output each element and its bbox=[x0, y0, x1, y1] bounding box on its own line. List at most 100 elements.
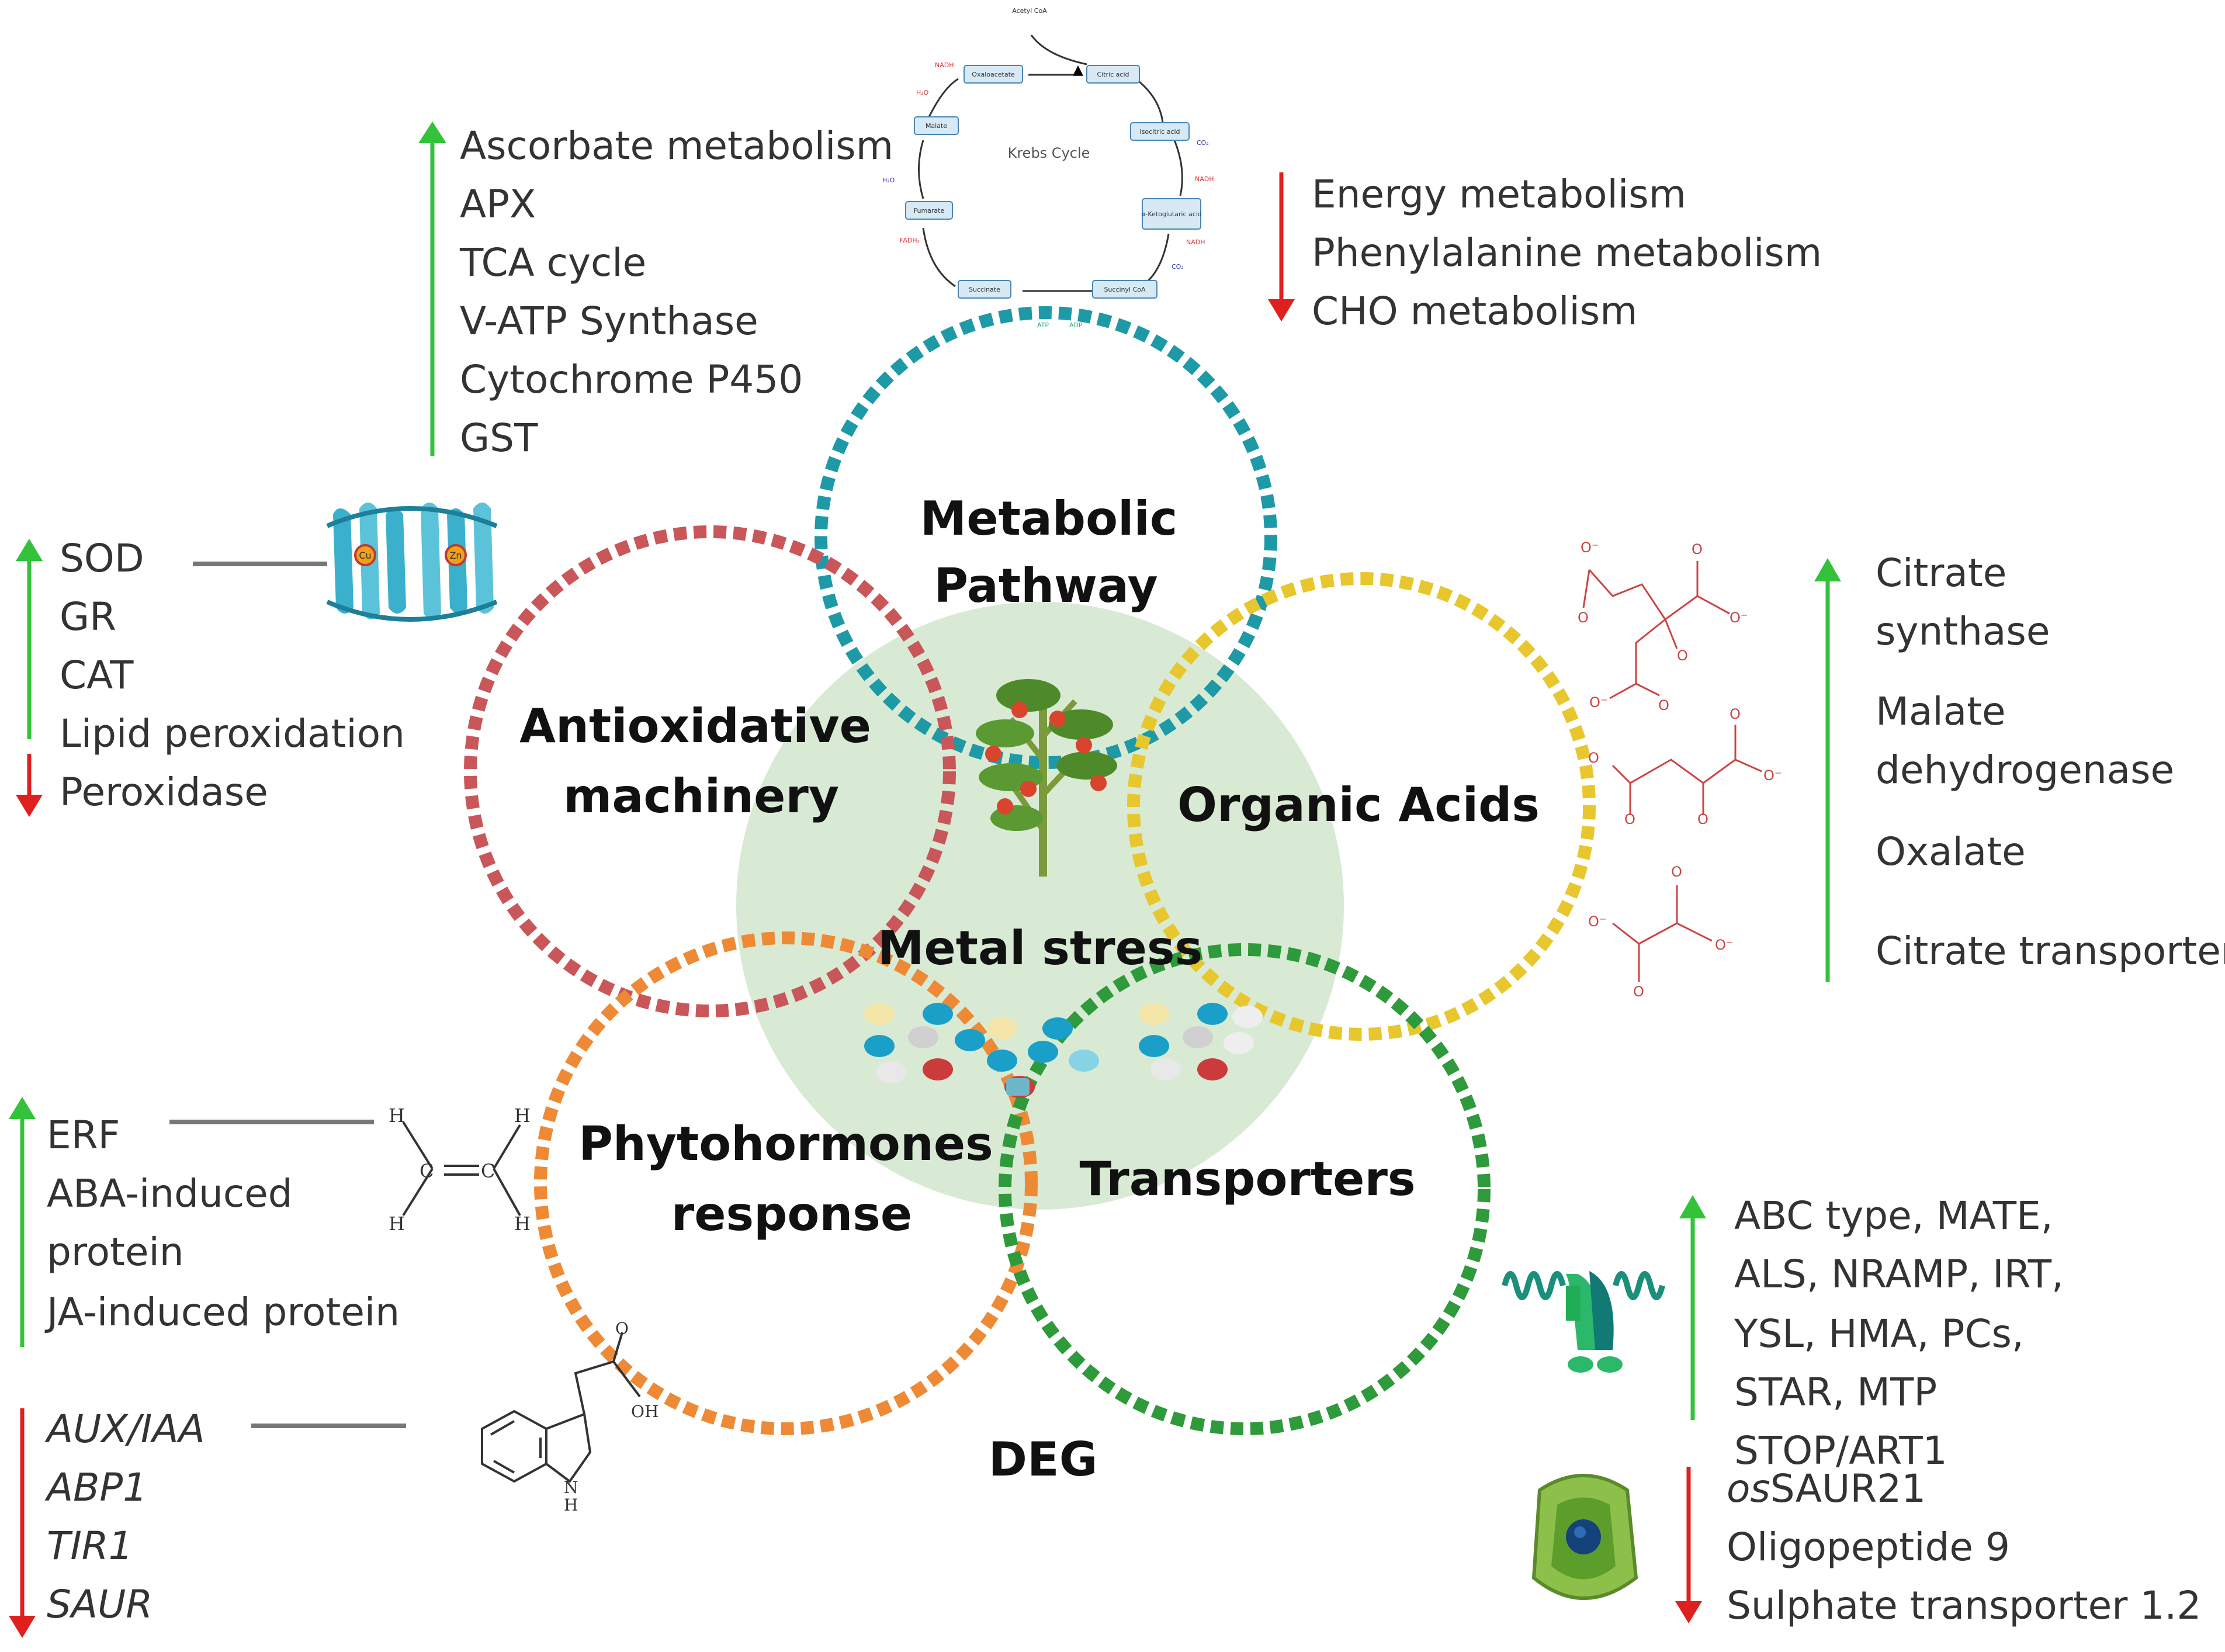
plant-icon bbox=[976, 679, 1117, 877]
sod-zn-label: Zn bbox=[449, 550, 462, 561]
phyto-down-item-1: ABP1 bbox=[44, 1465, 147, 1510]
krebs-title: Krebs Cycle bbox=[1008, 145, 1090, 161]
krebs-atp: ATP bbox=[1037, 321, 1049, 329]
krebs-co2-1: CO₂ bbox=[1197, 139, 1209, 147]
organic-up-item-5: Citrate transporters bbox=[1876, 929, 2225, 974]
sod-cu-label: Cu bbox=[359, 550, 371, 561]
metabolic-up-item-2: TCA cycle bbox=[459, 240, 646, 285]
krebs-h2o-1: H₂O bbox=[916, 89, 929, 96]
metabolic-down-item-2: CHO metabolism bbox=[1312, 289, 1638, 334]
krebs-node-label-5: Succinate bbox=[969, 286, 1000, 293]
transport-down-arrowhead bbox=[1675, 1601, 1702, 1623]
transport-down-item-0: osSAUR21 bbox=[1727, 1466, 1926, 1511]
krebs-node-box-2 bbox=[1130, 122, 1190, 141]
antiox-down-arrowhead bbox=[16, 795, 43, 817]
ethylene-h-3: H bbox=[514, 1104, 531, 1127]
citrate-o-1: O⁻ bbox=[1581, 539, 1599, 556]
metabolic-up-item-3: V-ATP Synthase bbox=[460, 299, 758, 344]
deg-label: DEG bbox=[989, 1432, 1098, 1487]
krebs-h2o-2: H₂O bbox=[882, 176, 895, 184]
transport-up-item-1: ALS, NRAMP, IRT, bbox=[1734, 1252, 2064, 1297]
metabolic-up-item-0: Ascorbate metabolism bbox=[460, 123, 893, 168]
citrate-o-6: O⁻ bbox=[1589, 694, 1608, 711]
krebs-acetyl-coa: Acetyl CoA bbox=[1012, 7, 1047, 15]
metabolic-up-arrowhead bbox=[418, 122, 446, 143]
membrane-transporter-icon bbox=[1502, 1271, 1665, 1373]
iaa-molecule bbox=[481, 1332, 641, 1483]
transporters-title: Transporters bbox=[1079, 1152, 1415, 1206]
oxalate-o-1: O⁻ bbox=[1588, 913, 1607, 930]
krebs-node-box-6 bbox=[905, 201, 953, 220]
transport-down-rest-item-0: Oligopeptide 9 bbox=[1727, 1525, 2010, 1570]
oxalate-o-4: O⁻ bbox=[1715, 937, 1734, 953]
oxalate-o-2: O bbox=[1633, 983, 1644, 1000]
phytohormones-circle bbox=[534, 931, 1038, 1435]
ethylene-molecule bbox=[402, 1121, 521, 1217]
metabolic-down-item-0: Energy metabolism bbox=[1312, 172, 1686, 217]
phyto-down-item-2: TIR1 bbox=[47, 1523, 133, 1568]
phyto-up-item-0: ERF bbox=[47, 1113, 120, 1158]
metabolic-up-item-1: APX bbox=[460, 182, 536, 227]
metabolic-up-item-5: GST bbox=[460, 415, 538, 460]
citrate-o-5: O bbox=[1677, 647, 1688, 664]
antioxidative-circle bbox=[464, 525, 956, 1017]
krebs-nadh-3: NADH bbox=[1186, 238, 1205, 246]
phyto-up-item-3: JA-induced protein bbox=[44, 1290, 400, 1335]
citrate-o-3: O bbox=[1692, 541, 1703, 557]
plant-cell-icon bbox=[1531, 1474, 1638, 1600]
oxalate-o-3: O bbox=[1671, 864, 1682, 880]
krebs-nadh-1: NADH bbox=[935, 61, 954, 69]
phyto-up-arrowhead bbox=[9, 1097, 36, 1119]
krebs-node-box-7 bbox=[914, 116, 959, 135]
transport-down-list: Oligopeptide 9 Sulphate transporter 1.2 bbox=[1727, 1525, 2201, 1628]
phyto-title-1: Phytohormones bbox=[578, 1117, 993, 1171]
phyto-down-item-3: SAUR bbox=[47, 1582, 153, 1627]
antiox-down-item-0: Peroxidase bbox=[60, 770, 268, 815]
organic-up-arrowhead bbox=[1814, 558, 1841, 581]
organic-acids-circle bbox=[1127, 572, 1596, 1041]
oxalate-molecule bbox=[1612, 885, 1713, 982]
transport-up-item-2: YSL, HMA, PCs, bbox=[1734, 1311, 2024, 1356]
phyto-down-item-0: AUX/IAA bbox=[44, 1407, 205, 1452]
malate-o-2: O bbox=[1624, 811, 1635, 827]
organic-up-item-1: synthase bbox=[1876, 609, 2050, 654]
malate-o-4: O bbox=[1730, 706, 1741, 722]
phyto-up-item-1: ABA-induced bbox=[47, 1171, 293, 1216]
malate-molecule bbox=[1611, 725, 1762, 815]
malate-o-1: O bbox=[1588, 750, 1599, 766]
krebs-node-label-3: α-Ketoglutaric acid bbox=[1141, 210, 1202, 218]
citrate-o-7: O bbox=[1658, 697, 1669, 714]
antiox-title-1: Antioxidative bbox=[519, 699, 871, 753]
citrate-molecule bbox=[1582, 561, 1730, 699]
center-label: Metal stress bbox=[878, 921, 1202, 975]
krebs-node-label-1: Citric acid bbox=[1097, 71, 1129, 78]
phyto-up-item-2: protein bbox=[47, 1230, 184, 1275]
organic-up-item-0: Citrate bbox=[1876, 550, 2006, 595]
transport-down-rest-item-1: Sulphate transporter 1.2 bbox=[1727, 1583, 2201, 1628]
organic-up-list: CitratesynthaseMalatedehydrogenaseOxalat… bbox=[1876, 550, 2225, 974]
iaa-oxygen: O bbox=[615, 1319, 629, 1338]
krebs-adp: ADP bbox=[1069, 321, 1083, 329]
transport-up-list: ABC type, MATE, ALS, NRAMP, IRT, YSL, HMA,… bbox=[1734, 1193, 2064, 1473]
transport-up-item-0: ABC type, MATE, bbox=[1734, 1193, 2053, 1238]
antiox-up-item-1: GR bbox=[60, 594, 116, 639]
malate-o-5: O⁻ bbox=[1763, 767, 1782, 784]
sod-protein-icon: Cu Zn bbox=[326, 503, 498, 622]
antiox-up-item-2: CAT bbox=[60, 653, 134, 698]
krebs-node-box-1 bbox=[1086, 65, 1140, 84]
metabolic-down-arrowhead bbox=[1268, 299, 1295, 321]
antiox-down-list: Peroxidase bbox=[60, 770, 268, 815]
metal-stress-background bbox=[736, 602, 1344, 1210]
krebs-nadh-2: NADH bbox=[1195, 175, 1214, 183]
metal-ions bbox=[864, 1003, 1263, 1098]
krebs-node-box-0 bbox=[964, 65, 1023, 84]
sod-zinc-site bbox=[445, 544, 467, 566]
metabolic-title-2: Pathway bbox=[934, 559, 1157, 613]
ethylene-h-1: H bbox=[389, 1104, 405, 1127]
krebs-node-label-6: Fumarate bbox=[914, 207, 945, 214]
